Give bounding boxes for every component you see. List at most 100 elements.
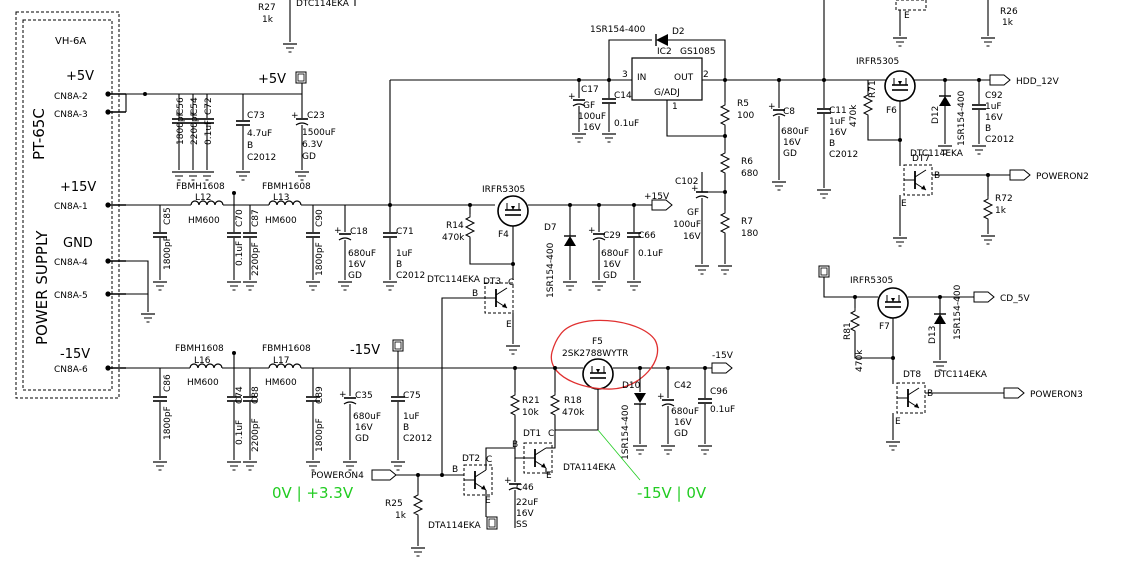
- c54-value: 2200pF: [190, 111, 200, 145]
- ic2-pin2: 2: [703, 70, 709, 80]
- c66-ref: C66: [638, 231, 656, 241]
- dt7-part: DTC114EKA: [910, 149, 964, 159]
- power-supply-connector-block: VH-6A PT-65C POWER SUPPLY +5V +15V GND -…: [15, 11, 127, 399]
- top-partial-parts: R27 1k DTC114EKA R26 1k E: [258, 0, 1018, 53]
- c17-voltage: 16V: [583, 123, 601, 133]
- c23-voltage: 6.3V: [302, 140, 323, 150]
- r26-value: 1k: [1002, 18, 1014, 28]
- net-poweron4: POWERON4: [311, 471, 364, 481]
- c29-voltage: 16V: [603, 260, 621, 270]
- dt2-ref: DT2: [462, 454, 480, 464]
- dt1-part: DTA114EKA: [563, 463, 616, 473]
- c73-value: 4.7uF: [247, 129, 272, 139]
- dt3-pin-c: C: [508, 278, 514, 288]
- c11-pkg: C2012: [829, 150, 858, 160]
- net-p5v: +5V: [258, 72, 286, 87]
- c35-voltage: 16V: [355, 423, 373, 433]
- r81-value: 470k: [855, 349, 865, 372]
- c8-type: GD: [783, 149, 797, 159]
- c18-ref: C18: [350, 227, 368, 237]
- c75-pkg: C2012: [403, 434, 432, 444]
- d10-ref: D10: [622, 381, 641, 391]
- highlight-circle: [550, 319, 659, 390]
- c17-value: 100uF: [578, 112, 606, 122]
- c88-value: 2200pF: [251, 418, 261, 452]
- p5v-rail-section: +5V 1800pF C56 2200pF C54 0.1uF C72 C73 …: [125, 71, 336, 181]
- dt7-pin-e: E: [901, 199, 907, 209]
- l16-part: FBMH1608: [175, 344, 224, 354]
- dt3-part: DTC114EKA: [427, 275, 481, 285]
- c42-ref: C42: [674, 381, 692, 391]
- c96-value: 0.1uF: [710, 405, 735, 415]
- net-poweron3: POWERON3: [1030, 390, 1083, 400]
- c89-ref: C89: [315, 386, 325, 404]
- c11-value: 1uF: [829, 117, 846, 127]
- c8-value: 680uF: [781, 127, 809, 137]
- dt2-part: DTA114EKA: [428, 521, 481, 531]
- c75-value: 1uF: [403, 412, 420, 422]
- c35-ref: C35: [355, 391, 373, 401]
- r14-ref: R14: [446, 221, 464, 231]
- d13-ref: D13: [928, 326, 938, 344]
- d10-part: 1SR154-400: [621, 404, 631, 460]
- dt3-ref: DT3: [483, 277, 501, 287]
- r81-ref: R81: [843, 322, 853, 340]
- net-cd-5v: CD_5V: [1000, 294, 1030, 304]
- c72-value: 0.1uF: [204, 120, 214, 145]
- l17-part: FBMH1608: [262, 344, 311, 354]
- f5-part: 2SK2788WYTR: [562, 349, 628, 359]
- c29-ref: C29: [603, 231, 621, 241]
- dt8-ref: DT8: [903, 370, 921, 380]
- c85-value: 1800pF: [163, 236, 173, 270]
- c71-ref: C71: [396, 227, 414, 237]
- c75-ref: C75: [403, 391, 421, 401]
- c87-value: 2200pF: [251, 242, 261, 276]
- c74-ref: C74: [235, 386, 245, 404]
- c66-value: 0.1uF: [638, 249, 663, 259]
- ic2-pin-adj: G/ADJ: [654, 88, 680, 98]
- net-hdd-12v: HDD_12V: [1016, 77, 1060, 87]
- c56-ref: C56: [176, 97, 186, 115]
- c17-type: GF: [583, 101, 595, 111]
- c75-type: B: [403, 423, 409, 433]
- regulator-block: IN OUT G/ADJ IC2 GS1085 3 2 1 1SR154-400…: [390, 0, 990, 275]
- p15v-switch-section: +15V IRFR5305 F4 R14 470k D7 1SR154-400 …: [427, 185, 673, 475]
- c70-ref: C70: [235, 209, 245, 227]
- c29-type: GD: [603, 271, 617, 281]
- c23-ref: C23: [307, 111, 325, 121]
- r18-ref: R18: [564, 396, 582, 406]
- c74-value: 0.1uF: [235, 420, 245, 445]
- r27-ref: R27: [258, 3, 276, 13]
- f4-part: IRFR5305: [482, 185, 525, 195]
- ic2-pin-in: IN: [637, 73, 646, 83]
- c71-type: B: [396, 260, 402, 270]
- r71-ref: R71: [868, 80, 878, 98]
- r21-ref: R21: [522, 396, 540, 406]
- psu-label: POWER SUPPLY: [33, 230, 51, 345]
- c86-value: 1800pF: [163, 406, 173, 440]
- d12-part: 1SR154-400: [957, 90, 967, 146]
- psu-part-number: PT-65C: [30, 108, 48, 160]
- c35-value: 680uF: [353, 412, 381, 422]
- pin-cn8a-3: CN8A-3: [54, 110, 88, 120]
- c8-ref: C8: [783, 107, 795, 117]
- dt3-pin-b: B: [472, 289, 478, 299]
- net-m15v: -15V: [712, 351, 734, 361]
- f6-ref: F6: [886, 106, 897, 116]
- l12-ref: L12: [195, 193, 211, 203]
- dt1-pin-b: B: [512, 440, 518, 450]
- c46-voltage: 16V: [516, 509, 534, 519]
- l16-ref: L16: [194, 356, 211, 366]
- pin-cn8a-2: CN8A-2: [54, 92, 88, 102]
- psu-model: VH-6A: [55, 36, 86, 47]
- net-poweron2: POWERON2: [1036, 172, 1089, 182]
- pin-cn8a-4: CN8A-4: [54, 258, 88, 268]
- net-p15v: +15V: [644, 192, 670, 202]
- cd-switch-section: CD_5V IRFR5305 F7 R81 470k D13 1SR154-40…: [818, 265, 1083, 451]
- ic2-pin3: 3: [622, 70, 628, 80]
- f7-ref: F7: [879, 322, 890, 332]
- c102-voltage: 16V: [683, 232, 701, 242]
- c102-type: GF: [687, 208, 699, 218]
- dt1-pin-e: E: [546, 471, 552, 481]
- c102-ref: C102: [675, 177, 698, 187]
